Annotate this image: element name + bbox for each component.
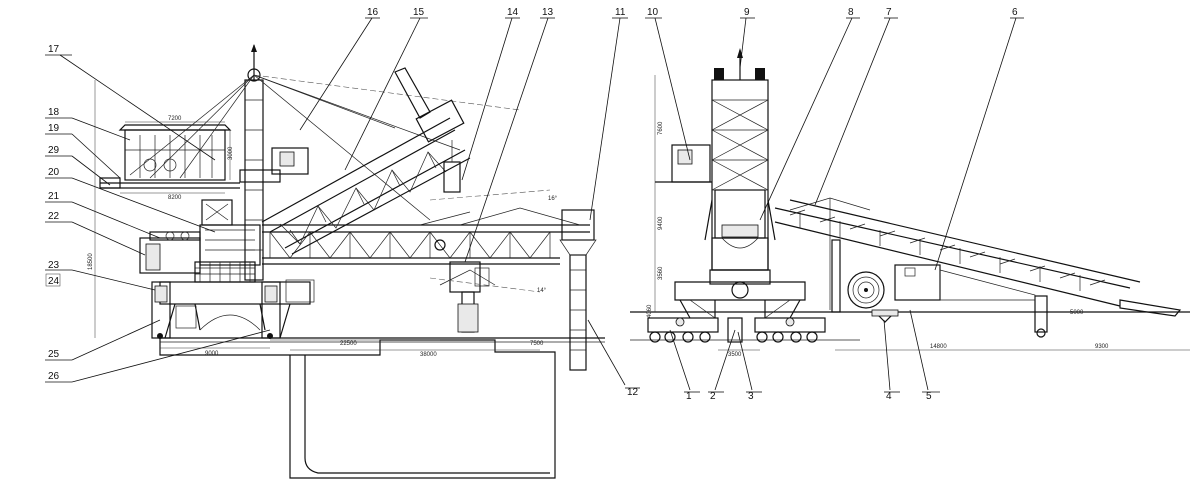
callout-15: 15 — [413, 7, 425, 18]
dim-3000-cabin: 3000 — [228, 146, 234, 160]
dim-5000: 5000 — [1070, 310, 1084, 316]
callout-29: 29 — [48, 145, 60, 156]
callout-20: 20 — [48, 167, 60, 178]
callout-19: 19 — [48, 123, 60, 134]
callout-18: 18 — [48, 107, 60, 118]
dim-8200: 8200 — [168, 195, 182, 201]
callout-21: 21 — [48, 191, 60, 202]
main-boom-raised — [261, 67, 471, 255]
dim-9400: 9400 — [658, 216, 664, 230]
side-elevation-view: 8200 7200 3000 — [45, 7, 640, 479]
angle-16: 16° — [548, 196, 558, 202]
end-elevation-view: 7600 9400 3560 3500 14800 9300 5000 4060… — [630, 7, 1190, 402]
cable-reel — [847, 264, 1036, 309]
callout-16: 16 — [367, 7, 379, 18]
stay-cables — [129, 74, 521, 221]
dim-14800: 14800 — [930, 344, 947, 350]
gantry-portal — [674, 269, 806, 319]
dim-3500: 3500 — [728, 352, 742, 358]
callout-12: 12 — [627, 387, 639, 398]
side-dimensions: 18500 9000 22500 38000 7500 — [88, 80, 544, 358]
callout-10: 10 — [647, 7, 659, 18]
rail-clamp — [871, 309, 899, 323]
counterweight — [139, 231, 201, 274]
tower — [704, 48, 776, 271]
travel-bogies — [647, 317, 826, 343]
rails — [630, 311, 1190, 351]
end-view-cabin — [655, 144, 712, 183]
machinery-house — [199, 199, 261, 266]
dim-7600: 7600 — [658, 121, 664, 135]
callout-23: 23 — [48, 260, 60, 271]
callout-26: 26 — [48, 371, 60, 382]
end-dimensions: 7600 9400 3560 3500 14800 9300 5000 4060 — [647, 75, 1109, 358]
callout-9: 9 — [744, 7, 750, 18]
callout-2: 2 — [710, 391, 716, 402]
callout-6: 6 — [1012, 7, 1018, 18]
callout-24: 24 — [48, 276, 60, 287]
shore-leg — [559, 209, 597, 371]
dim-18500: 18500 — [88, 253, 94, 270]
callout-22: 22 — [48, 211, 60, 222]
dim-7200: 7200 — [168, 116, 182, 122]
callout-8: 8 — [848, 7, 854, 18]
angle-14: 14° — [537, 288, 547, 294]
dim-4060: 4060 — [647, 304, 653, 318]
dim-9000: 9000 — [205, 351, 219, 357]
callout-4: 4 — [886, 391, 892, 402]
quay-and-hull — [159, 337, 605, 479]
operator-cabin: 8200 7200 3000 — [99, 116, 240, 201]
dim-7500: 7500 — [530, 341, 544, 347]
callout-5: 5 — [926, 391, 932, 402]
portal-frame — [151, 279, 315, 339]
callout-11: 11 — [615, 7, 626, 18]
dim-22500: 22500 — [340, 341, 357, 347]
callout-13: 13 — [542, 7, 554, 18]
loading-spout: 14° — [429, 261, 547, 333]
callouts-side-view: 17 18 19 29 20 21 22 23 24 25 26 16 — [45, 7, 640, 398]
callout-25: 25 — [48, 349, 60, 360]
inclined-conveyor — [774, 197, 1182, 338]
main-boom-horizontal — [262, 224, 590, 265]
shore-shed: 16° — [419, 189, 581, 226]
dim-38000: 38000 — [420, 352, 437, 358]
dim-3560: 3560 — [658, 266, 664, 280]
callout-7: 7 — [886, 7, 892, 18]
callout-3: 3 — [748, 391, 754, 402]
mast — [239, 44, 309, 281]
callout-14: 14 — [507, 7, 519, 18]
callouts-end-view: 10 9 8 7 6 1 2 3 4 5 — [645, 7, 1024, 402]
callout-17: 17 — [48, 44, 60, 55]
dim-9300: 9300 — [1095, 344, 1109, 350]
callout-1: 1 — [686, 391, 692, 402]
